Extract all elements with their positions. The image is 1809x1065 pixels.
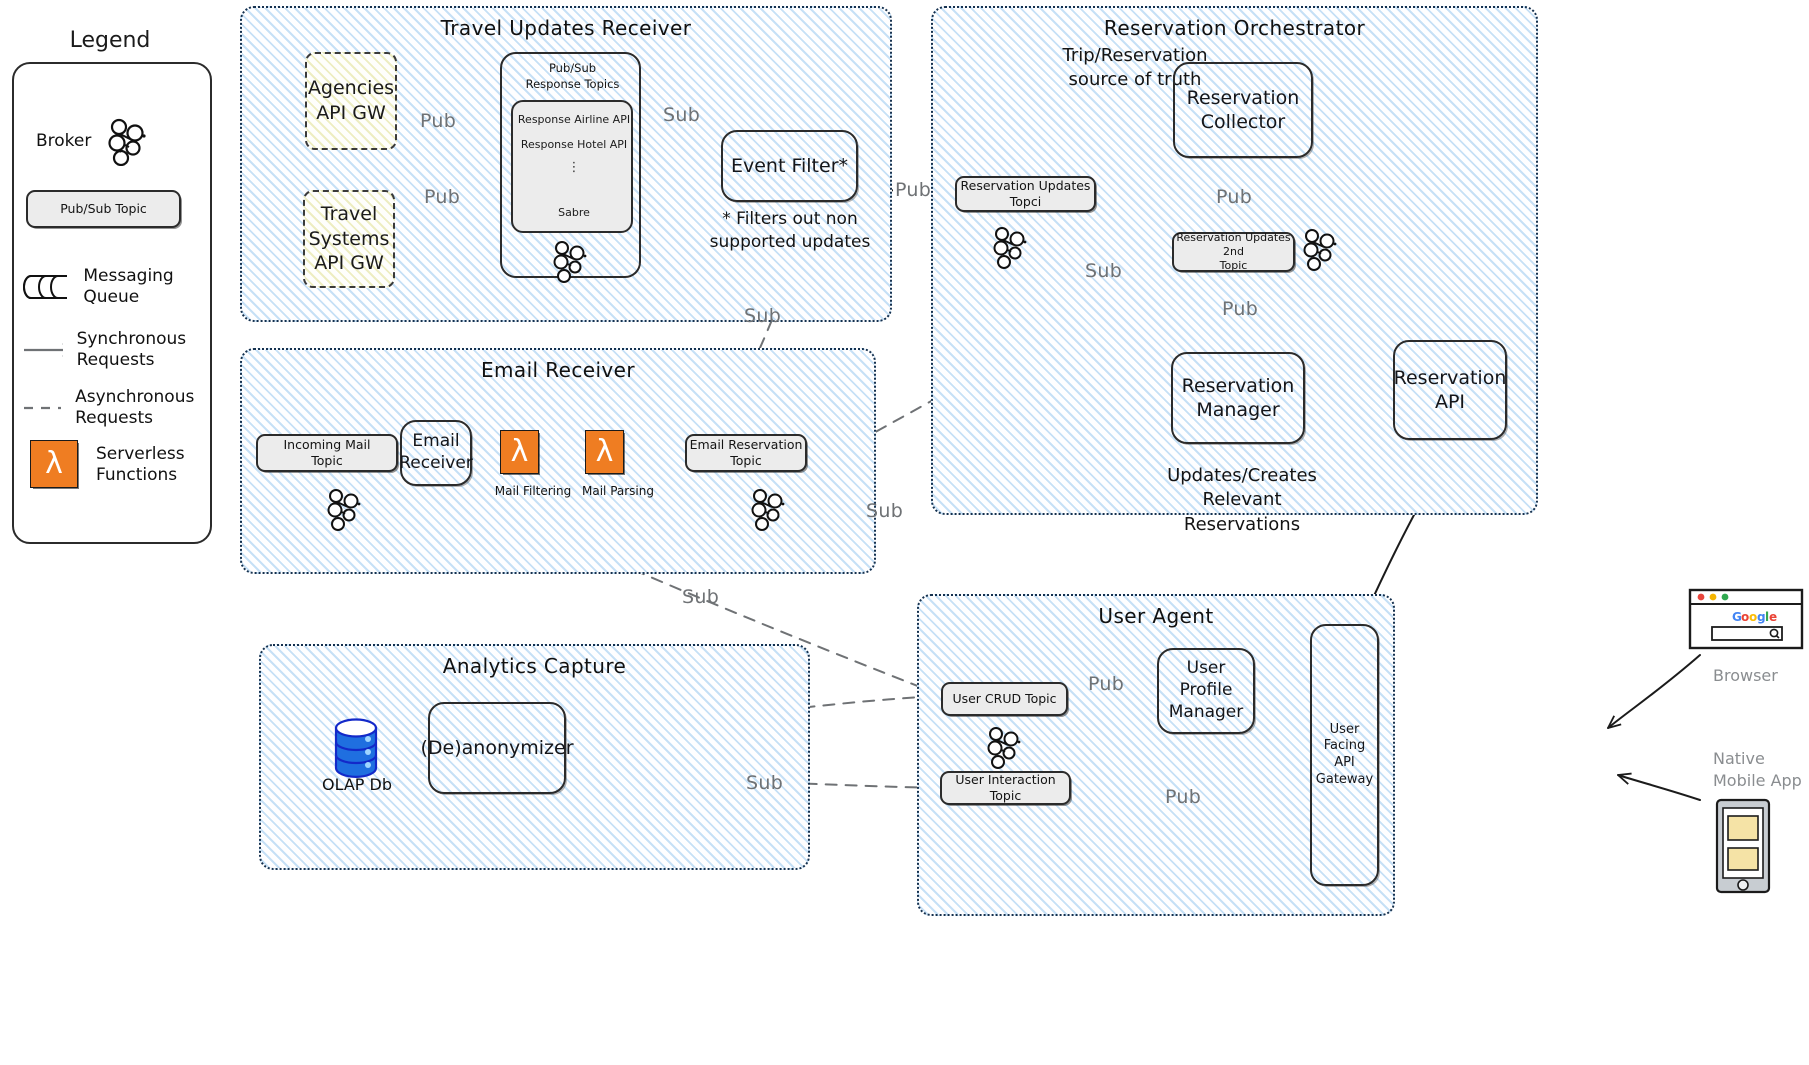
event-filter-service[interactable]: Event Filter* bbox=[721, 130, 858, 202]
broker-nodes-icon bbox=[993, 227, 1027, 269]
group-title-user-agent: User Agent bbox=[1098, 604, 1214, 628]
edge-label-sub-email-right: Sub bbox=[866, 500, 904, 522]
edge-label-sub-analytics: Sub bbox=[746, 772, 784, 794]
mail-filtering-label: Mail Filtering bbox=[494, 484, 572, 498]
svg-text:l: l bbox=[1765, 610, 1769, 624]
user-interaction-topic[interactable]: User Interaction Topic bbox=[940, 771, 1071, 805]
travel-systems-api-gateway[interactable]: Travel Systems API GW bbox=[303, 190, 395, 288]
incoming-mail-topic[interactable]: Incoming Mail Topic bbox=[256, 434, 398, 472]
mail-parsing-label: Mail Parsing bbox=[582, 484, 654, 498]
source-of-truth-note: Trip/Reservation source of truth bbox=[1062, 45, 1208, 91]
broker-nodes-icon bbox=[751, 489, 785, 531]
edge-label-pub-collector: Pub bbox=[1216, 186, 1253, 208]
browser-window-icon: G o o g l e bbox=[1688, 588, 1804, 650]
dashed-arrow-icon bbox=[24, 406, 62, 410]
response-topic-hotel: Response Hotel API bbox=[520, 138, 628, 151]
edge-label-pub-manager: Pub bbox=[1222, 298, 1259, 320]
edge-label-sub-email-crud: Sub bbox=[682, 586, 720, 608]
edge-label-sub-orchestrator: Sub bbox=[1085, 260, 1123, 282]
response-topic-airline: Response Airline API bbox=[517, 113, 631, 126]
group-title-reservation-orchestrator: Reservation Orchestrator bbox=[1103, 16, 1366, 40]
legend-lambda-icon: λ bbox=[30, 440, 78, 488]
broker-nodes-icon bbox=[1303, 229, 1337, 271]
olap-db-icon bbox=[334, 718, 378, 778]
pubsub-response-topics-container: Pub/Sub Response Topics Response Airline… bbox=[500, 52, 641, 283]
reservation-api-service[interactable]: Reservation API bbox=[1393, 340, 1507, 440]
edge-label-pub-out: Pub bbox=[893, 179, 934, 201]
response-topic-sabre: Sabre bbox=[558, 206, 590, 219]
group-title-travel-updates: Travel Updates Receiver bbox=[440, 16, 692, 40]
legend-queue-label: Messaging Queue bbox=[83, 265, 174, 307]
legend-async-label: Asynchronous Requests bbox=[75, 386, 195, 428]
legend-topic-pill: Pub/Sub Topic bbox=[26, 190, 181, 228]
svg-text:g: g bbox=[1757, 610, 1766, 624]
reservation-collector-service[interactable]: Reservation Collector bbox=[1173, 62, 1313, 158]
legend-sync-label: Synchronous Requests bbox=[76, 328, 187, 370]
svg-text:o: o bbox=[1749, 610, 1757, 624]
mail-parsing-lambda-icon[interactable]: λ Mail Parsing bbox=[582, 430, 654, 497]
user-profile-manager-service[interactable]: User Profile Manager bbox=[1157, 648, 1255, 734]
edge-label-pub-agencies: Pub bbox=[420, 110, 457, 132]
broker-nodes-icon bbox=[987, 727, 1021, 769]
broker-nodes-icon bbox=[327, 489, 361, 531]
user-crud-topic[interactable]: User CRUD Topic bbox=[941, 682, 1068, 716]
svg-text:G: G bbox=[1732, 610, 1742, 624]
user-facing-api-gateway[interactable]: User Facing API Gateway bbox=[1310, 624, 1379, 886]
legend-row-queue: Messaging Queue bbox=[22, 266, 202, 308]
response-topic-ellipsis: ⋮ bbox=[567, 160, 581, 175]
mail-filtering-lambda-icon[interactable]: λ Mail Filtering bbox=[495, 430, 571, 497]
pubsub-response-topics-title: Pub/Sub Response Topics bbox=[525, 61, 620, 91]
event-filter-note: * Filters out non supported updates bbox=[709, 209, 871, 252]
group-analytics-capture: Analytics Capture bbox=[259, 644, 810, 870]
edge-label-pub-crud: Pub bbox=[1088, 673, 1125, 695]
native-mobile-app-label: Native Mobile App bbox=[1713, 749, 1802, 790]
browser-label: Browser bbox=[1713, 666, 1778, 685]
email-reservation-topic[interactable]: Email Reservation Topic bbox=[685, 434, 807, 472]
reservation-updates-topic[interactable]: Reservation Updates Topci bbox=[955, 176, 1096, 212]
svg-text:o: o bbox=[1741, 610, 1749, 624]
olap-db-label: OLAP Db bbox=[321, 775, 393, 794]
updates-creates-note: Updates/Creates Relevant Reservations bbox=[1167, 465, 1317, 535]
legend-title: Legend bbox=[69, 28, 151, 53]
legend-serverless-label: Serverless Functions bbox=[96, 444, 185, 486]
legend-topic-label: Pub/Sub Topic bbox=[60, 200, 147, 216]
email-receiver-service[interactable]: Email Receiver bbox=[399, 420, 473, 486]
agencies-api-gateway[interactable]: Agencies API GW bbox=[305, 52, 397, 150]
group-title-email-receiver: Email Receiver bbox=[481, 358, 635, 382]
response-topics-inner-box: Response Airline API Response Hotel API … bbox=[511, 100, 633, 233]
reservation-manager-service[interactable]: Reservation Manager bbox=[1171, 352, 1305, 444]
group-title-analytics-capture: Analytics Capture bbox=[442, 654, 627, 678]
queue-cylinder-icon bbox=[23, 275, 68, 299]
solid-arrow-icon bbox=[24, 343, 63, 357]
edge-label-pub-travel: Pub bbox=[424, 186, 461, 208]
edge-label-sub-filter: Sub bbox=[663, 104, 701, 126]
deanonymizer-service[interactable]: (De)anonymizer bbox=[421, 702, 574, 794]
broker-nodes-icon bbox=[553, 241, 587, 283]
legend-broker-label: Broker bbox=[36, 131, 92, 152]
legend-row-async: Asynchronous Requests bbox=[22, 386, 207, 428]
reservation-updates-2nd-topic[interactable]: Reservation Updates 2nd Topic bbox=[1172, 231, 1295, 272]
legend-row-broker: Broker bbox=[36, 118, 206, 166]
edge-label-pub-interaction: Pub bbox=[1165, 786, 1202, 808]
broker-nodes-icon bbox=[108, 118, 146, 166]
legend-row-sync: Synchronous Requests bbox=[22, 328, 207, 370]
mobile-phone-icon bbox=[1715, 798, 1771, 894]
svg-text:e: e bbox=[1769, 610, 1777, 624]
edge-label-sub-down: Sub bbox=[744, 305, 782, 327]
